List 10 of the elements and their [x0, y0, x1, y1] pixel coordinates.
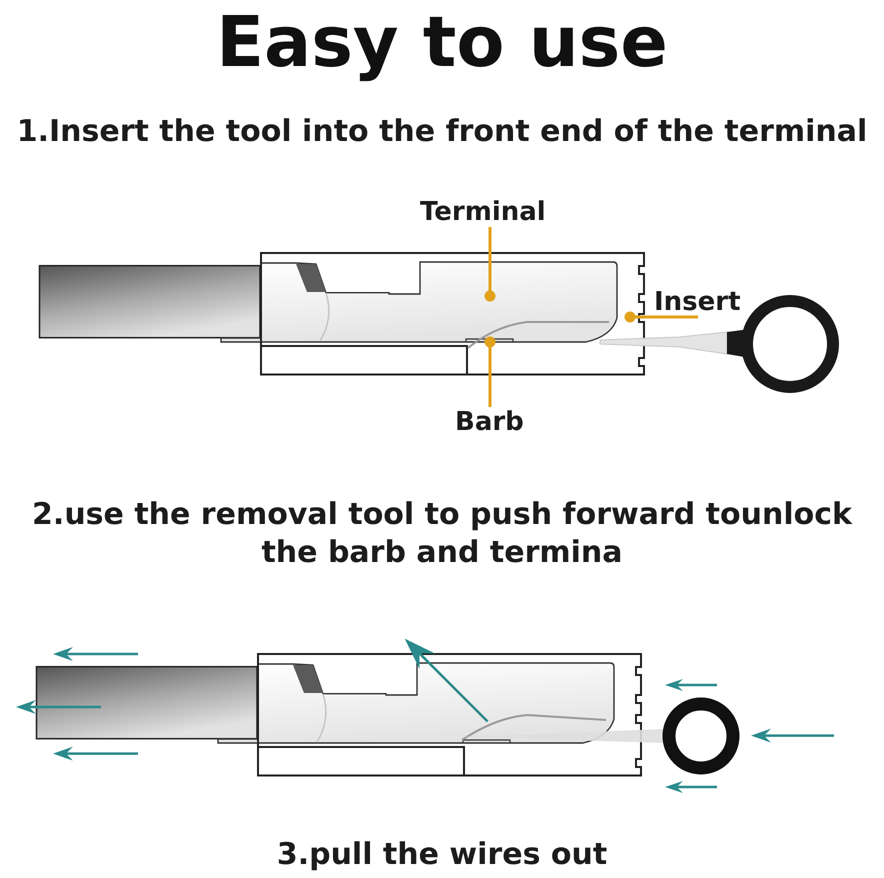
part-label: Terminal: [420, 197, 546, 227]
step-instruction: 2.use the removal tool to push forward tounlock the barb and termina: [31, 496, 854, 572]
part-label: Barb: [455, 407, 524, 437]
step-instruction: 3.pull the wires out: [276, 836, 608, 874]
leader-line: [484, 336, 496, 407]
step-instruction: 1.Insert the tool into the front end of the terminal: [16, 114, 868, 150]
leader-line: [624, 312, 698, 322]
title: Easy to use: [216, 0, 668, 84]
leader-line: [484, 227, 496, 302]
part-label: Insert: [654, 287, 741, 317]
